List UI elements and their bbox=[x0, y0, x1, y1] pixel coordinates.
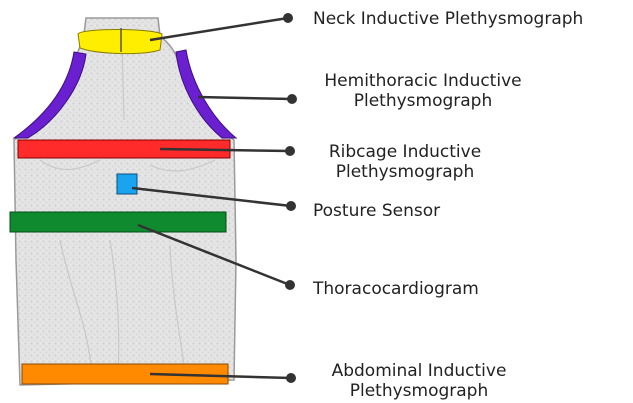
label-hemithoracic: Hemithoracic Inductive Plethysmograph bbox=[309, 71, 537, 111]
label-ribcage-line1: Ribcage Inductive bbox=[309, 142, 501, 162]
label-hemithoracic-line2: Plethysmograph bbox=[309, 91, 537, 111]
leader-line-hemithoracic bbox=[198, 97, 292, 99]
label-hemithoracic-line1: Hemithoracic Inductive bbox=[309, 71, 537, 91]
label-neck-line1: Neck Inductive Plethysmograph bbox=[313, 9, 583, 29]
label-ribcage-line2: Plethysmograph bbox=[309, 162, 501, 182]
vest-garment bbox=[14, 18, 236, 385]
label-ribcage: Ribcage Inductive Plethysmograph bbox=[309, 142, 501, 182]
leader-dot-posture bbox=[286, 201, 296, 211]
leader-dot-hemithoracic bbox=[287, 94, 297, 104]
leader-dot-ribcage bbox=[285, 146, 295, 156]
leader-dot-neck bbox=[283, 13, 293, 23]
posture-sensor bbox=[117, 174, 137, 194]
thoracocardiogram-band bbox=[10, 212, 226, 232]
label-posture-line1: Posture Sensor bbox=[313, 201, 440, 221]
label-abdominal-line2: Plethysmograph bbox=[308, 381, 530, 401]
label-abdominal: Abdominal Inductive Plethysmograph bbox=[308, 361, 530, 401]
leader-line-neck bbox=[150, 18, 288, 40]
label-abdominal-line1: Abdominal Inductive bbox=[308, 361, 530, 381]
label-neck: Neck Inductive Plethysmograph bbox=[313, 9, 583, 29]
abdominal-band bbox=[22, 364, 228, 384]
neck-band bbox=[78, 30, 162, 54]
label-thoracocardiogram: Thoracocardiogram bbox=[313, 279, 479, 299]
leader-dot-abdominal bbox=[286, 373, 296, 383]
label-thoracocardiogram-line1: Thoracocardiogram bbox=[313, 279, 479, 299]
leader-dot-thoracocardiogram bbox=[285, 280, 295, 290]
label-posture: Posture Sensor bbox=[313, 201, 440, 221]
